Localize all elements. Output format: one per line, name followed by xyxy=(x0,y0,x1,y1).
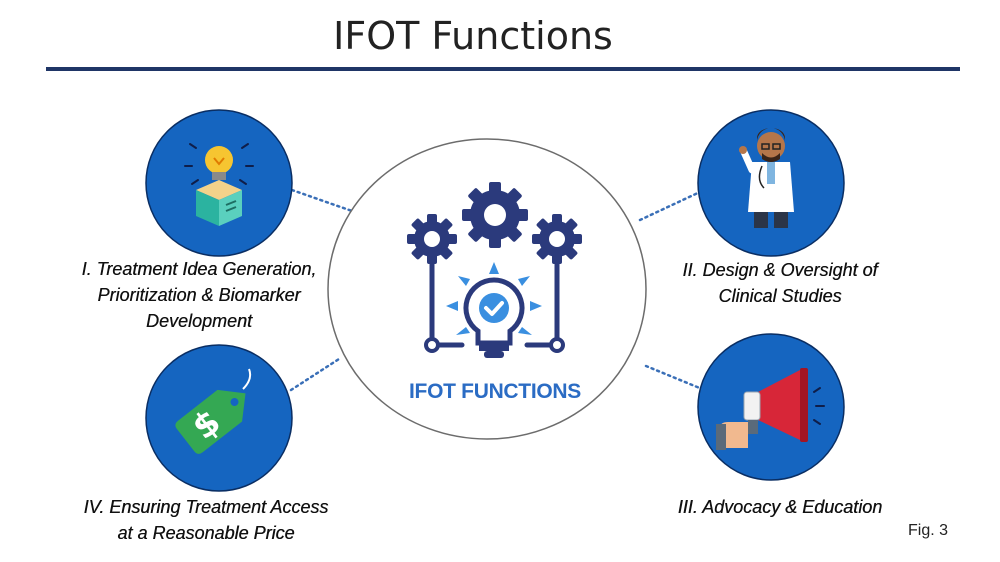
connector-3 xyxy=(644,364,704,391)
node-4: $ xyxy=(145,344,293,492)
gears-lightbulb-icon xyxy=(407,182,582,358)
connector-2 xyxy=(638,189,704,222)
function-2-line-2: Clinical Studies xyxy=(718,286,842,306)
page-title: IFOT Functions xyxy=(333,14,613,58)
function-2-line-1: II. Design & Oversight of xyxy=(682,260,878,280)
function-label-3: III. Advocacy & Education xyxy=(640,494,920,520)
connector-4 xyxy=(289,357,341,392)
function-label-1: I. Treatment Idea Generation, Prioritiza… xyxy=(40,256,358,334)
connectors xyxy=(289,188,704,392)
function-label-4: IV. Ensuring Treatment Access at a Reaso… xyxy=(48,494,364,546)
lightbulb-box-icon xyxy=(184,143,254,226)
title-divider xyxy=(46,67,960,71)
node-2 xyxy=(697,109,845,257)
function-4-line-1: IV. Ensuring Treatment Access xyxy=(83,497,329,517)
hub-caption: IFOT FUNCTIONS xyxy=(409,380,581,403)
function-1-line-1: I. Treatment Idea Generation, xyxy=(81,259,317,279)
doctor-icon xyxy=(739,128,794,228)
function-3-line-1: III. Advocacy & Education xyxy=(677,497,883,517)
node-3 xyxy=(697,333,845,481)
connector-1 xyxy=(290,188,354,213)
function-4-line-2: at a Reasonable Price xyxy=(117,523,295,543)
megaphone-icon xyxy=(716,368,825,450)
function-1-line-3: Development xyxy=(145,311,253,331)
node-1 xyxy=(145,109,293,257)
figure-label: Fig. 3 xyxy=(908,522,949,539)
function-label-2: II. Design & Oversight of Clinical Studi… xyxy=(650,257,910,309)
function-1-line-2: Prioritization & Biomarker xyxy=(97,285,301,305)
